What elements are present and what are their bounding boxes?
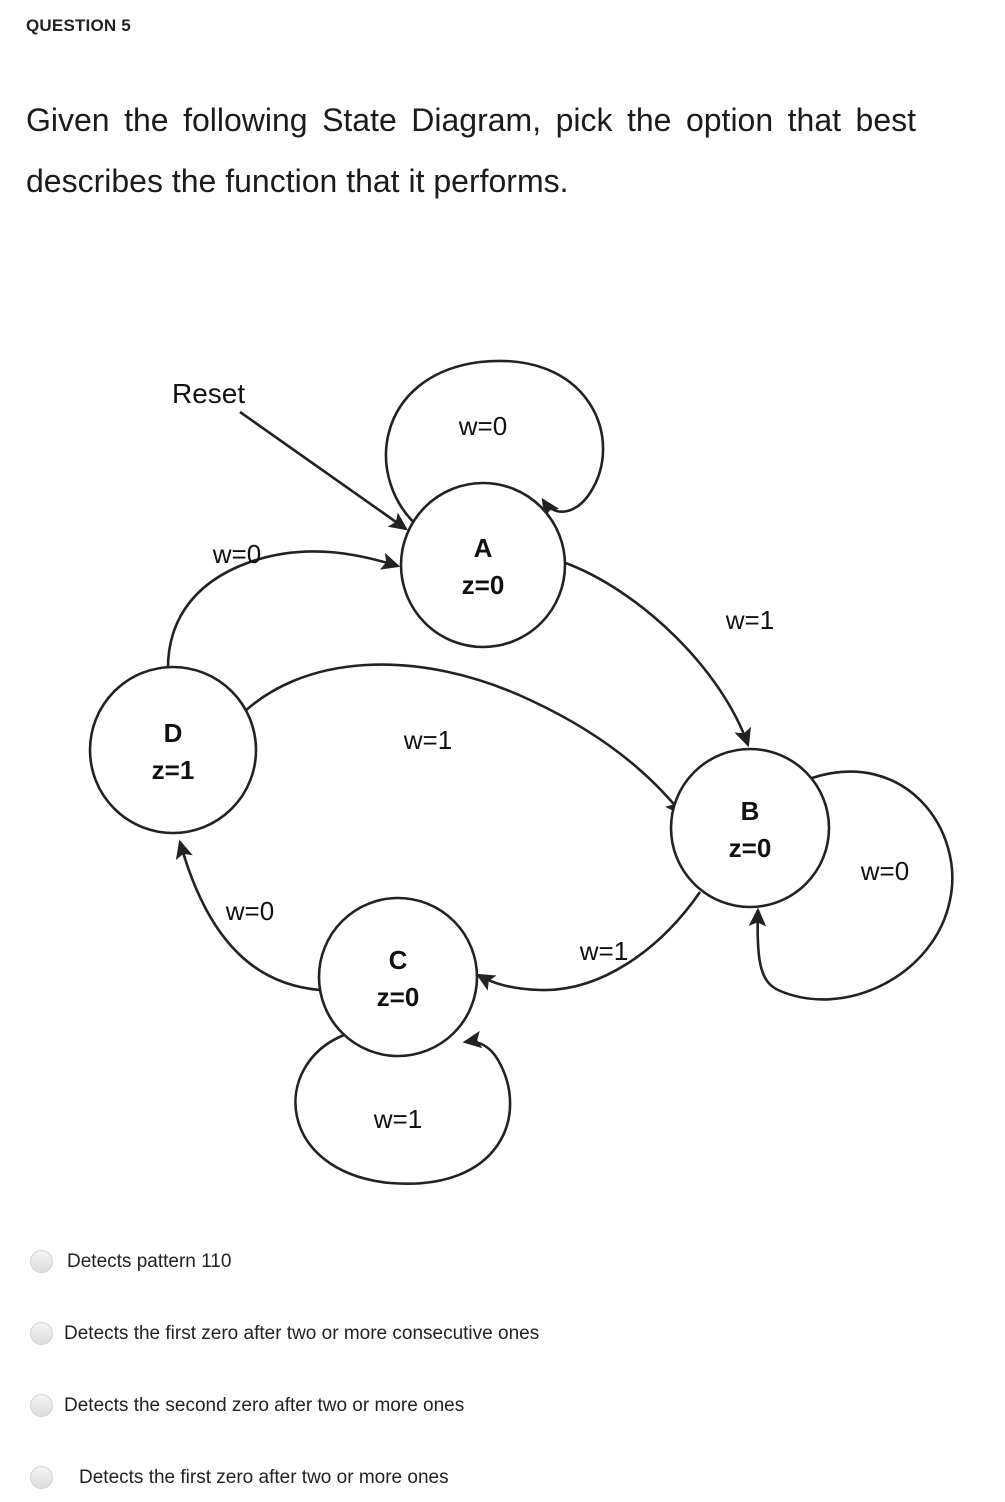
edge-c-to-d xyxy=(175,839,321,992)
state-node-d xyxy=(88,665,258,835)
state-node-a xyxy=(399,481,567,649)
edge-label-a-self: w=0 xyxy=(458,411,507,441)
answer-option-2-label: Detects the first zero after two or more… xyxy=(64,1322,540,1344)
state-diagram: w=0 Reset w=0 w=1 w=1 w=0 w=1 w=1 w=0 A … xyxy=(0,330,1005,1220)
edge-b-self-loop xyxy=(748,770,954,1001)
radio-button-icon[interactable] xyxy=(30,1394,53,1417)
answer-option-1-label: Detects pattern 110 xyxy=(67,1250,232,1272)
edge-d-to-a xyxy=(166,550,401,669)
edge-a-self-loop xyxy=(384,359,605,530)
edge-label-a-to-b: w=1 xyxy=(725,605,774,635)
state-node-a-name: A xyxy=(474,533,493,563)
edge-label-c-to-d: w=0 xyxy=(225,896,274,926)
answer-option-3[interactable]: Detects the second zero after two or mor… xyxy=(30,1394,464,1417)
state-node-c-output: z=0 xyxy=(377,982,420,1012)
edge-label-c-self: w=1 xyxy=(373,1104,422,1134)
answer-option-1[interactable]: Detects pattern 110 xyxy=(30,1250,231,1273)
radio-button-icon[interactable] xyxy=(30,1322,53,1345)
state-node-b-name: B xyxy=(741,796,760,826)
state-node-b-output: z=0 xyxy=(729,833,772,863)
edge-c-self-loop xyxy=(294,1030,512,1186)
answer-option-4-label: Detects the first zero after two or more… xyxy=(79,1466,449,1488)
state-node-d-name: D xyxy=(164,718,183,748)
edge-a-to-b xyxy=(562,560,751,748)
state-node-c-name: C xyxy=(389,945,408,975)
edge-label-b-self: w=0 xyxy=(860,856,909,886)
edge-d-to-b xyxy=(235,663,684,816)
state-node-d-output: z=1 xyxy=(152,755,195,785)
edge-reset-arrow xyxy=(239,410,408,531)
state-node-c xyxy=(317,896,479,1058)
answer-option-3-label: Detects the second zero after two or mor… xyxy=(64,1394,465,1416)
radio-button-icon[interactable] xyxy=(30,1250,53,1273)
radio-button-icon[interactable] xyxy=(30,1466,53,1489)
reset-label: Reset xyxy=(172,378,245,409)
edge-label-b-to-c: w=1 xyxy=(579,936,628,966)
question-number-label: QUESTION 5 xyxy=(26,16,131,35)
state-node-b xyxy=(669,747,831,909)
question-prompt-text: Given the following State Diagram, pick … xyxy=(26,102,916,200)
edge-b-to-c xyxy=(475,891,702,992)
edge-label-d-to-a: w=0 xyxy=(212,539,261,569)
state-node-a-output: z=0 xyxy=(462,570,505,600)
answer-option-2[interactable]: Detects the first zero after two or more… xyxy=(30,1322,539,1345)
answer-option-4[interactable]: Detects the first zero after two or more… xyxy=(30,1466,449,1489)
edge-label-d-to-b: w=1 xyxy=(403,725,452,755)
